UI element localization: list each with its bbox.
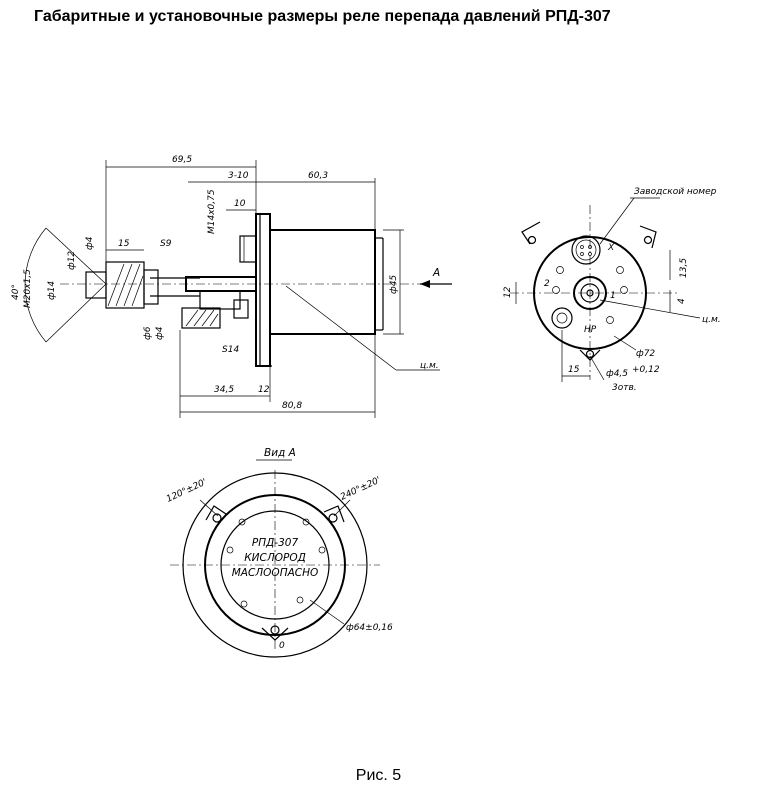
marking-model: РПД-307 xyxy=(252,537,299,549)
dim-13-5: 13,5 xyxy=(679,258,689,278)
angle-120-label: 120°±20' xyxy=(165,477,208,504)
dim-m14: M14x0,75 xyxy=(207,189,217,234)
port-1-label: 1 xyxy=(610,291,616,301)
dim-40deg: 40° xyxy=(11,284,21,300)
dim-d4-low: ф4 xyxy=(155,326,165,340)
holes-count-label: 3отв. xyxy=(612,383,637,393)
centre-of-mass-label: ц.м. xyxy=(420,361,439,371)
dim-m20: M20x1,5 xyxy=(23,269,33,308)
hex-s9 xyxy=(143,269,159,305)
dim-d4-5: ф4,5 xyxy=(606,369,628,379)
serial-number-label: Заводской номер xyxy=(634,187,717,197)
pressure-port xyxy=(573,276,607,310)
dim-s9: S9 xyxy=(160,239,172,249)
dim-d72: ф72 xyxy=(636,349,655,359)
dim-s14: S14 xyxy=(222,345,239,355)
dim-10: 10 xyxy=(234,199,246,209)
dim-15: 15 xyxy=(118,239,130,249)
dim-d4-top: ф4 xyxy=(85,236,95,250)
dim-15-end: 15 xyxy=(568,365,580,375)
side-view: 69,5 3-10 60,3 M14x0,75 10 15 S9 ф4 ф12 … xyxy=(11,155,452,418)
dim-12-low: 12 xyxy=(258,385,270,395)
mounting-flange xyxy=(255,213,271,367)
hp-label: НР xyxy=(584,325,597,335)
upper-boss xyxy=(239,235,257,263)
end-view: Заводской номер X 13,5 12 4 ц.м. 2 1 НР … xyxy=(503,187,721,393)
marking-oil-hazard: МАСЛООПАСНО xyxy=(232,567,319,579)
dim-12-end: 12 xyxy=(503,286,513,298)
dim-d64: ф64±0,16 xyxy=(346,623,393,633)
dim-d12: ф12 xyxy=(67,251,77,270)
dim-69-5: 69,5 xyxy=(172,155,192,165)
view-a-label: Вид А xyxy=(264,447,296,459)
dim-d6: ф6 xyxy=(143,326,153,340)
view-arrow-label: A xyxy=(432,267,440,279)
dim-34-5: 34,5 xyxy=(214,385,234,395)
port-2-label: 2 xyxy=(544,279,550,289)
dim-4-end: 4 xyxy=(677,298,687,304)
marking-oxygen: КИСЛОРОД xyxy=(244,552,306,564)
dim-60-3: 60,3 xyxy=(308,171,328,181)
dim-tolerance: +0,12 xyxy=(632,365,660,375)
dim-d45: ф45 xyxy=(389,275,399,294)
figure-caption: Рис. 5 xyxy=(355,767,402,784)
connector-x-label: X xyxy=(607,243,615,253)
page-title: Габаритные и установочные размеры реле п… xyxy=(34,8,611,25)
dim-80-8: 80,8 xyxy=(282,401,302,411)
end-centre-of-mass-label: ц.м. xyxy=(702,315,721,325)
view-a-body-circle xyxy=(204,494,346,636)
dim-d14: ф14 xyxy=(47,281,57,300)
electrical-connector xyxy=(571,235,601,265)
lower-nut xyxy=(181,307,221,329)
view-a: Вид А 120°±20' 240°±20' 0 ф64±0,16 РПД-3… xyxy=(165,447,393,658)
zero-mark-label: 0 xyxy=(279,641,285,651)
dim-3-10: 3-10 xyxy=(228,171,249,181)
angle-240-label: 240°±20' xyxy=(339,475,382,502)
view-a-outer-circle xyxy=(182,472,368,658)
main-housing xyxy=(269,229,376,335)
